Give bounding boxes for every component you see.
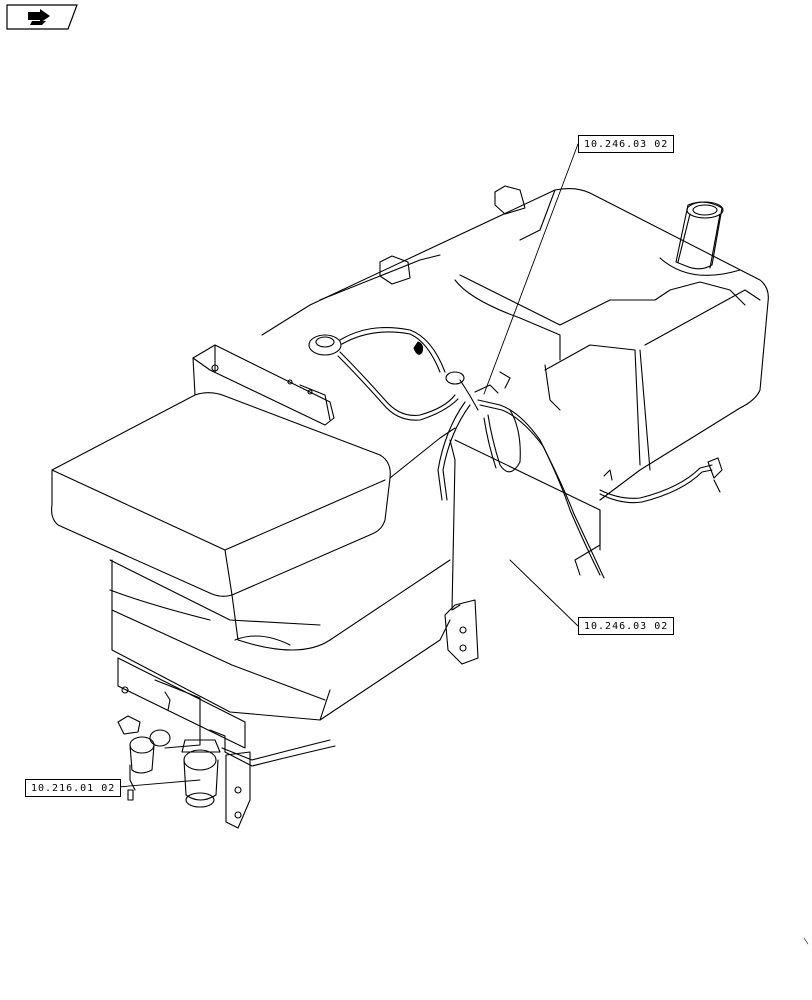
page-turn-arrow-icon — [6, 4, 78, 30]
fuel-lines — [308, 327, 575, 515]
filter-assembly — [117, 657, 336, 829]
tank-rear-section — [261, 187, 769, 501]
support-bracket — [192, 344, 335, 426]
side-panel — [444, 439, 601, 665]
callout-ref-mid[interactable]: 10.246.03 02 — [578, 617, 675, 635]
return-hose — [569, 457, 723, 579]
callout-ref-top[interactable]: 10.246.03 02 — [578, 135, 675, 153]
mounting-tabs — [379, 185, 526, 285]
callout-ref-left[interactable]: 10.216.01 02 — [25, 779, 122, 797]
leader-lines — [117, 143, 579, 788]
tank-front-section — [51, 392, 456, 721]
filler-neck — [659, 201, 741, 276]
nav-tag[interactable] — [6, 4, 78, 30]
